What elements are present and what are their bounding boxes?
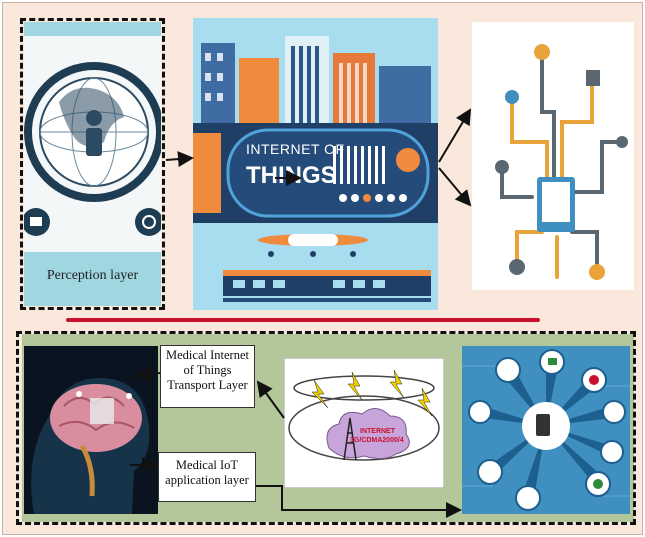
healthcare-network-image: [462, 346, 630, 514]
application-label-line1: Medical IoT: [175, 458, 239, 472]
transport-label-line2: of Things: [183, 363, 232, 377]
transport-label-line3: Transport Layer: [167, 378, 248, 392]
medical-iot-frame: [16, 331, 636, 525]
perception-layer-frame: [20, 18, 165, 310]
perception-layer-label: Perception layer: [46, 268, 139, 283]
application-layer-label: Medical IoT application layer: [158, 452, 256, 502]
perception-label-band: [24, 252, 161, 306]
transport-label-line1: Medical Internet: [166, 348, 249, 362]
cloud-label-line1: INTERNET: [360, 428, 395, 435]
perception-globe-image: [24, 22, 161, 252]
iot-banner-title-line1: INTERNET OF: [246, 141, 345, 157]
brain-sensor-image: [24, 346, 158, 514]
section-divider: [66, 318, 540, 322]
application-label-line2: application layer: [165, 473, 249, 487]
top-flow-arrows: [165, 108, 472, 207]
cloud-label-line2: 3G/CDMA2000/4: [350, 437, 404, 444]
transport-layer-label: Medical Internet of Things Transport Lay…: [160, 345, 255, 408]
iot-city-illustration: [193, 18, 438, 310]
connected-devices-network: [472, 22, 634, 290]
internet-cloud-tower-image: [284, 358, 444, 488]
